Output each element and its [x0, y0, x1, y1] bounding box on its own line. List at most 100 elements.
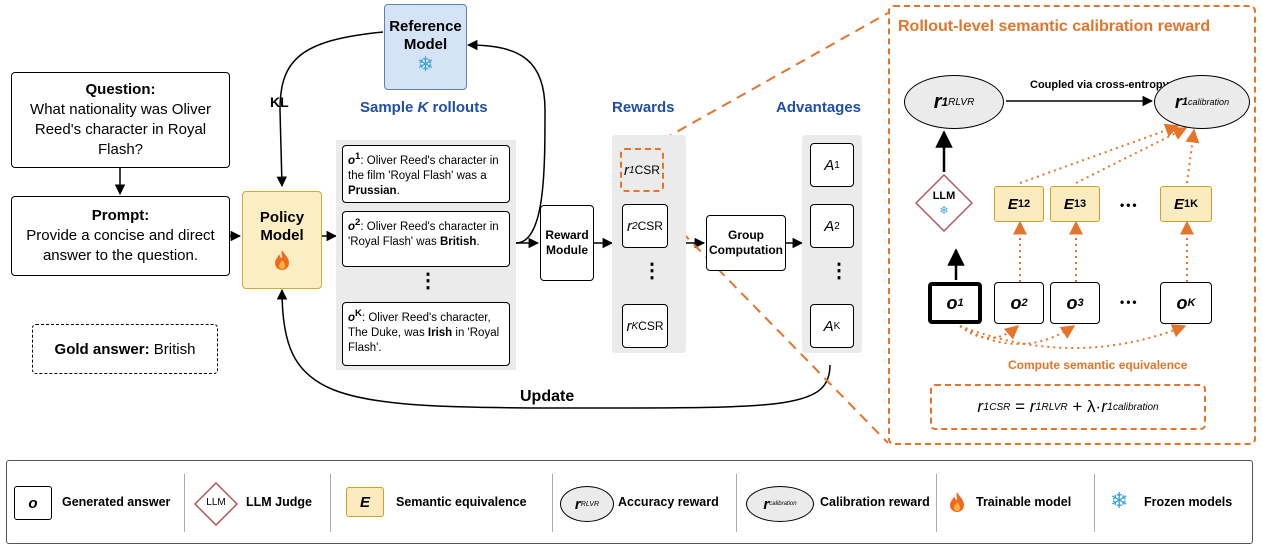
llm-snowflake-icon: ❄	[939, 205, 949, 217]
kl-label: KL	[270, 94, 289, 110]
legend-cal-label: Calibration reward	[820, 495, 930, 509]
llm-diamond-shape	[915, 174, 973, 232]
o2-base: o	[1010, 292, 1022, 313]
advantage-1-sup: 1	[834, 159, 840, 171]
legend-o-text: o	[28, 494, 38, 512]
gold-answer-label: Gold answer:	[54, 340, 150, 358]
o1-sup: 1	[957, 297, 964, 309]
r-cal-sub: calibration	[1188, 97, 1230, 107]
formula-t1-sup: 1	[1035, 401, 1042, 413]
formula-lhs-sup: 1	[983, 401, 990, 413]
rollout-2-end: .	[476, 235, 480, 248]
legend-frozen-label: Frozen models	[1144, 495, 1233, 509]
fire-icon	[275, 250, 289, 270]
o3-base: o	[1066, 292, 1078, 313]
policy-model-label: Policy Model	[259, 209, 305, 244]
reward-2-sup: 2	[632, 220, 638, 232]
formula-plus: + λ·	[1067, 397, 1102, 416]
group-computation-box: Group Computation	[706, 215, 786, 271]
formula-t1-sub: RLVR	[1041, 401, 1068, 413]
formula-t2-sub: calibration	[1112, 401, 1159, 413]
r-rlvr-base: r	[933, 90, 942, 113]
advantage-k-base: A	[823, 317, 834, 335]
r-cal-base: r	[1174, 91, 1182, 112]
o3-sup: 3	[1077, 297, 1084, 309]
advantage-2-base: A	[824, 217, 835, 235]
legend-rlvr-sub: RLVR	[580, 500, 600, 508]
formula-t1-base: r	[1029, 397, 1036, 416]
reward-module-box: Reward Module	[540, 205, 594, 281]
rollout-2: o2: Oliver Reed's character in 'Royal Fl…	[342, 211, 510, 267]
e-ellipsis: •••	[1120, 198, 1139, 212]
formula-eq: =	[1010, 397, 1030, 416]
formula-t2-base: r	[1101, 397, 1107, 416]
legend-llm-diamond	[194, 482, 238, 526]
r-rlvr-sup: 1	[941, 95, 949, 109]
e12-sup: 12	[1017, 198, 1031, 210]
rollout-k-answer: Irish	[427, 326, 453, 339]
panel-title: Rollout-level semantic calibration rewar…	[898, 18, 1211, 35]
e13-base: E	[1063, 195, 1074, 213]
advantages-title: Advantages	[776, 99, 862, 116]
sample-title-pre: Sample	[360, 99, 418, 116]
reward-1-sub: CSR	[634, 163, 660, 177]
formula-lhs-sub: CSR	[989, 401, 1011, 413]
sample-title-post: rollouts	[428, 99, 488, 116]
snowflake-icon: ❄	[417, 54, 434, 76]
legend-e-label: Semantic equivalence	[396, 495, 527, 509]
legend-e-text: E	[359, 493, 370, 511]
rollout-k: oK: Oliver Reed's character, The Duke, w…	[342, 302, 510, 366]
rollout-2-text: : Oliver Reed's character in 'Royal Flas…	[348, 220, 499, 248]
rollout-k-text: : Oliver Reed's character, The Duke, was	[348, 311, 491, 339]
policy-model-box: Policy Model	[242, 191, 322, 289]
rollouts-vdots: ⋮	[418, 270, 438, 292]
legend-llm-symbol: LLM	[194, 482, 238, 526]
e1k-sup: 1K	[1183, 198, 1199, 210]
o2-sup: 2	[1021, 297, 1028, 309]
legend-divider-4	[736, 474, 737, 532]
reward-2-sub: CSR	[637, 219, 663, 233]
legend-divider-2	[330, 474, 331, 532]
legend-divider-6	[1094, 474, 1095, 532]
prompt-box: Prompt: Provide a concise and direct ans…	[11, 196, 230, 276]
e12-base: E	[1007, 195, 1018, 213]
o1-base: o	[946, 292, 958, 313]
ok-base: o	[1176, 292, 1188, 313]
reward-2-base: r	[627, 217, 633, 235]
formula-lhs-base: r	[977, 397, 984, 416]
legend-e-symbol: E	[346, 487, 384, 517]
e13-sup: 13	[1073, 198, 1087, 210]
r-cal-sup: 1	[1181, 96, 1189, 108]
legend-cal-base: r	[763, 495, 770, 513]
sample-rollouts-title: Sample K rollouts	[360, 99, 488, 116]
update-label: Update	[520, 388, 575, 405]
legend-snowflake-icon: ❄	[1110, 488, 1129, 513]
legend-o-symbol: o	[14, 486, 52, 520]
sample-title-var: K	[417, 99, 429, 116]
legend-cal-sub: calibration	[769, 501, 797, 507]
gold-answer-value: British	[153, 340, 196, 358]
llm-judge-label: LLM	[932, 190, 956, 202]
legend-trainable-label: Trainable model	[976, 495, 1072, 509]
rollout-k-id: o	[348, 311, 356, 324]
llm-judge-node: LLM ❄	[915, 174, 973, 232]
rollout-1: o1: Oliver Reed's character in the film …	[342, 145, 510, 203]
advantage-k-sup: K	[833, 320, 841, 332]
coupled-label: Coupled via cross-entropy	[1030, 79, 1169, 91]
rewards-vdots: ⋮	[642, 260, 662, 282]
rollout-1-answer: Prussian	[348, 184, 397, 197]
rollout-1-sup: 1	[355, 151, 361, 162]
